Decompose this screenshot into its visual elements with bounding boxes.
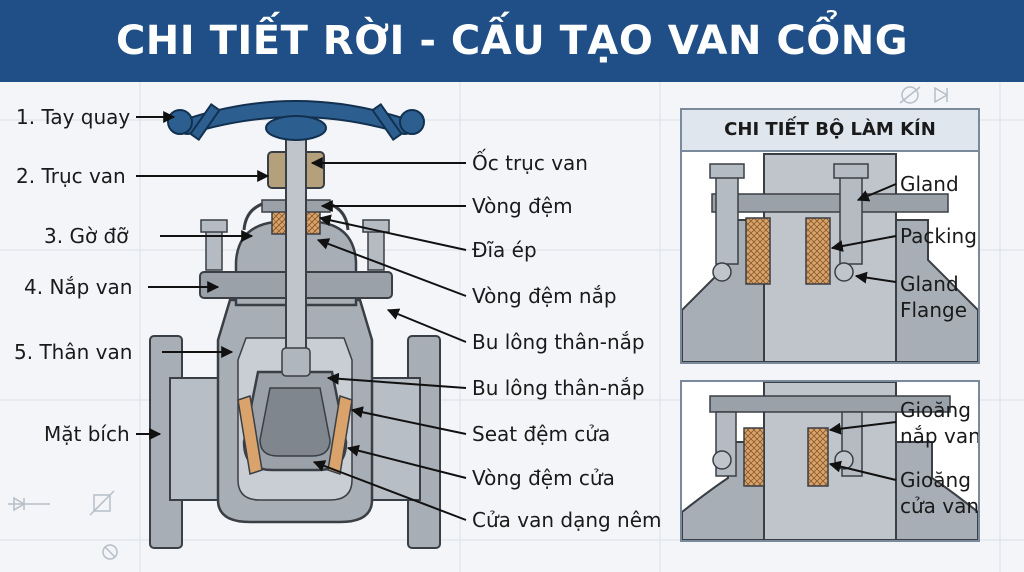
label-truc-van: 2. Trục van (16, 164, 126, 188)
detail-panel-gaskets: Gioăng nắp van Gioăng cửa van (680, 380, 980, 542)
label-gioang-cua-van-2: cửa van (900, 494, 980, 518)
page-title: CHI TIẾT RỜI - CẤU TẠO VAN CỔNG (115, 18, 909, 64)
label-gland-flange-1: Gland (900, 272, 959, 296)
label-go-do: 3. Gờ đỡ (44, 224, 129, 248)
panel-title: CHI TIẾT BỘ LÀM KÍN (682, 110, 978, 152)
label-bu-long-2: Bu lông thân-nắp (472, 376, 645, 400)
label-gioang-nap-van-1: Gioăng (900, 398, 971, 422)
gasket-detail-drawing (682, 382, 978, 540)
label-dia-ep: Đĩa ép (472, 238, 537, 262)
label-seat-dem-cua: Seat đệm cửa (472, 422, 611, 446)
label-tay-quay: 1. Tay quay (16, 105, 131, 129)
label-gland-flange-2: Flange (900, 298, 967, 322)
label-gioang-nap-van-2: nắp van (900, 424, 980, 448)
detail-panel-seal: CHI TIẾT BỘ LÀM KÍN Gland Pack (680, 108, 980, 364)
label-bu-long-1: Bu lông thân-nắp (472, 330, 645, 354)
header-bar (0, 0, 1024, 82)
label-oc-truc-van: Ốc trục van (472, 151, 588, 175)
label-vong-dem-cua: Vòng đệm cửa (472, 466, 615, 490)
label-vong-dem-nap: Vòng đệm nắp (472, 284, 617, 308)
label-gioang-cua-van-1: Gioăng (900, 468, 971, 492)
label-gland: Gland (900, 172, 959, 196)
label-packing: Packing (900, 224, 977, 248)
label-than-van: 5. Thân van (14, 340, 133, 364)
label-cua-van-dang-nem: Cửa van dạng nêm (472, 508, 662, 532)
label-nap-van: 4. Nắp van (24, 275, 133, 299)
label-vong-dem: Vòng đệm (472, 194, 573, 218)
label-mat-bich: Mặt bích (44, 422, 130, 446)
seal-detail-drawing (682, 153, 978, 362)
